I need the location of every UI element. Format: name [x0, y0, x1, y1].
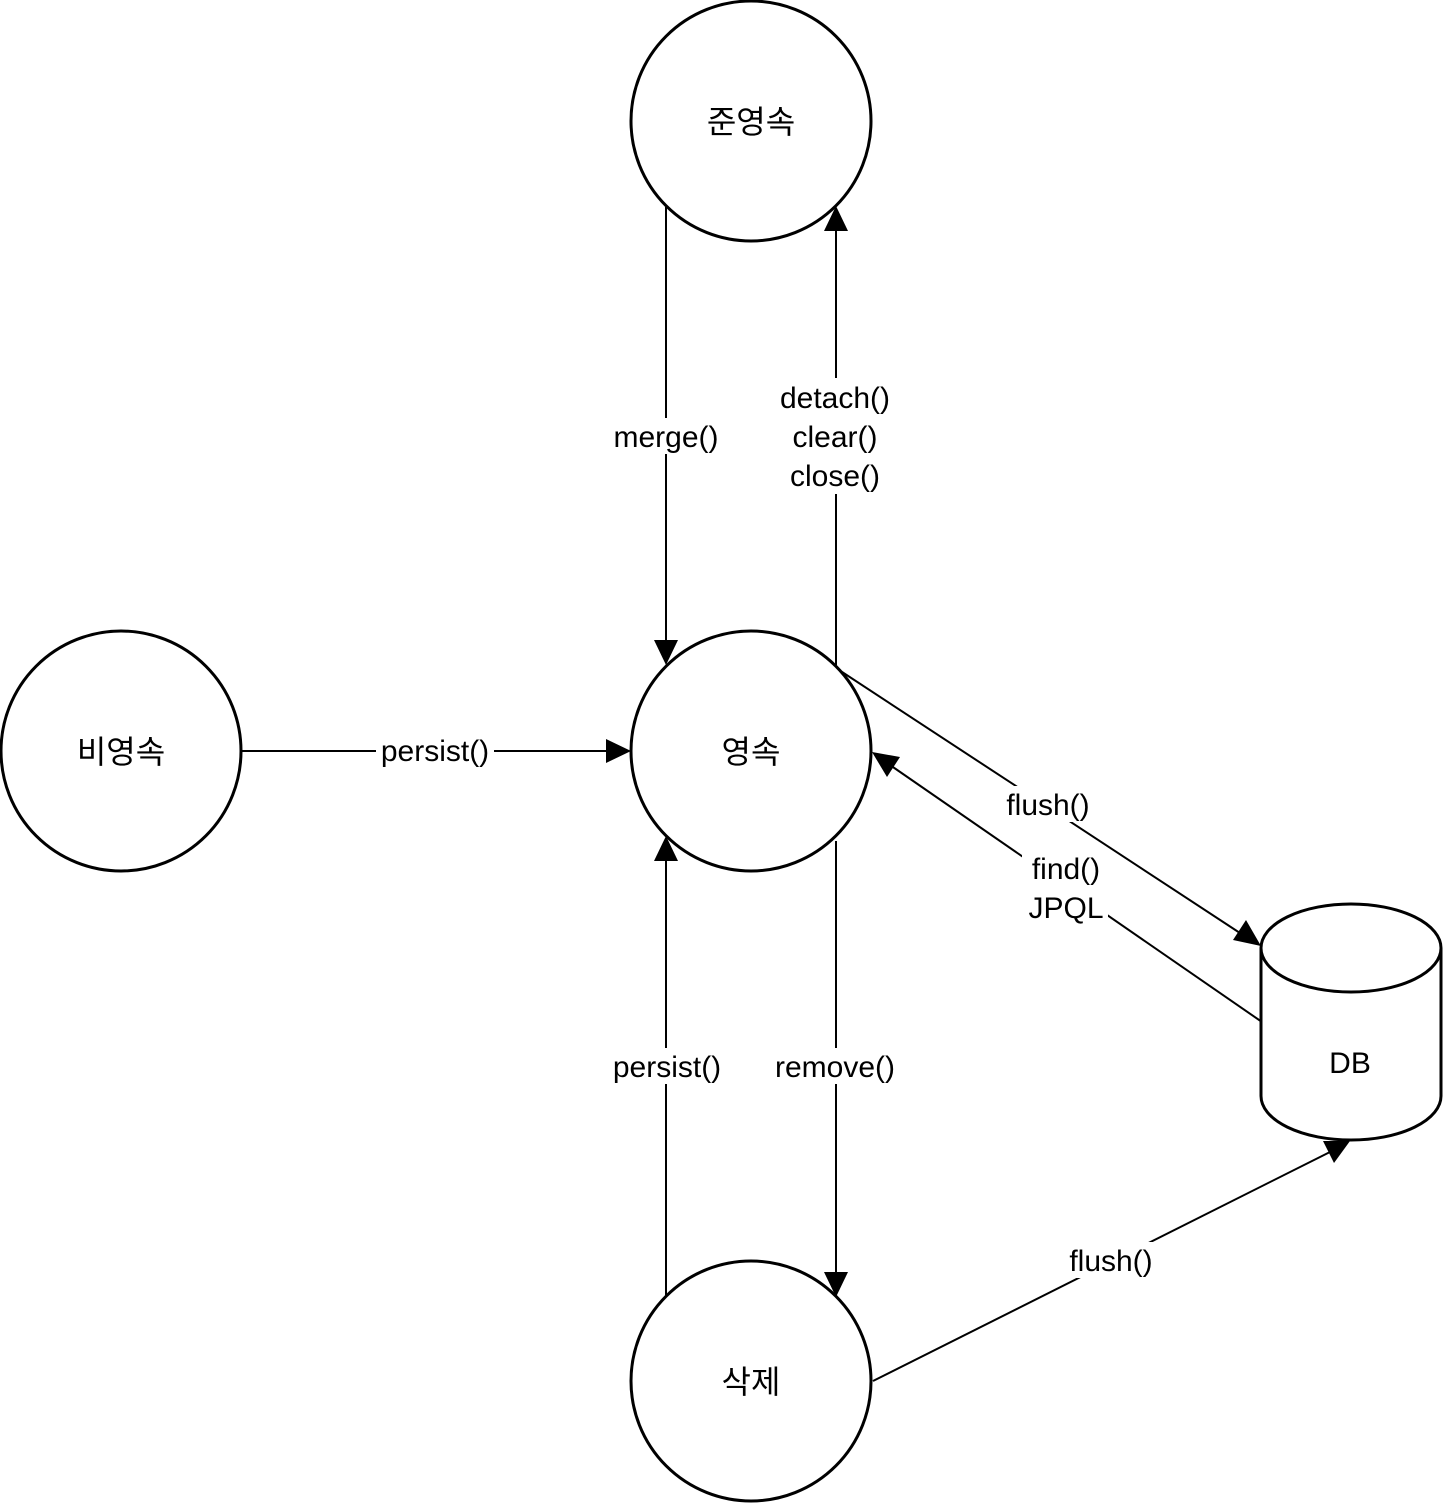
edge-flush-removed-label: flush()	[1069, 1245, 1152, 1278]
node-removed-label: 삭제	[722, 1363, 781, 1401]
edge-detach-label-2: clear()	[792, 421, 877, 454]
edge-persist-label: persist()	[381, 735, 489, 768]
node-persistent-label: 영속	[722, 733, 781, 771]
node-transient-label: 비영속	[77, 733, 165, 771]
edge-flush-to-db-label: flush()	[1006, 789, 1089, 822]
node-detached: 준영속	[629, 0, 873, 243]
edge-find-label-2: JPQL	[1028, 892, 1103, 925]
edge-find-label-1: find()	[1032, 853, 1100, 886]
node-transient: 비영속	[0, 629, 243, 873]
edge-re-persist-label-group: persist()	[606, 1048, 728, 1084]
remove-arrowhead	[824, 1272, 848, 1297]
edge-flush-removed-label-group: flush()	[1063, 1242, 1159, 1278]
node-detached-label: 준영속	[707, 103, 795, 141]
edge-detach-label-3: close()	[790, 460, 880, 493]
edge-remove-label-group: remove()	[768, 1048, 902, 1084]
edge-persist-label-group: persist()	[376, 732, 494, 768]
edge-merge-label: merge()	[613, 421, 718, 454]
persist-arrowhead	[606, 739, 631, 763]
re-persist-arrowhead	[654, 836, 678, 861]
edge-remove-label: remove()	[775, 1051, 895, 1084]
merge-arrowhead	[654, 640, 678, 665]
edge-detach-label-group: detach() clear() close()	[772, 378, 898, 494]
edge-flush-to-db-label-group: flush()	[1000, 786, 1096, 822]
node-persistent: 영속	[629, 629, 873, 873]
edge-find-label-group: find() JPQL	[1022, 849, 1108, 925]
edge-merge-label-group: merge()	[606, 418, 726, 454]
flush-to-db-arrowhead	[1233, 920, 1261, 946]
detach-arrowhead	[824, 206, 848, 231]
node-removed: 삭제	[629, 1259, 873, 1503]
edge-detach-label-1: detach()	[780, 382, 890, 415]
node-database-label: DB	[1329, 1047, 1371, 1080]
edge-re-persist-label: persist()	[613, 1051, 721, 1084]
node-database: DB	[1259, 902, 1443, 1142]
find-from-db-arrowhead	[872, 752, 900, 777]
flush-removed-arrowhead	[1323, 1141, 1350, 1163]
